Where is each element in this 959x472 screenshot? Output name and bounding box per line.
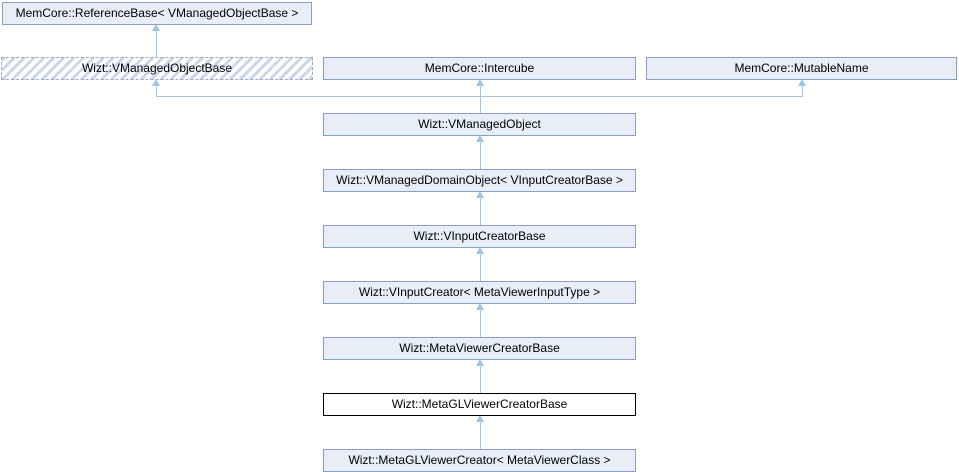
class-node-referencebase[interactable]: MemCore::ReferenceBase< VManagedObjectBa… (2, 2, 312, 25)
class-node-vmanageddomainobject[interactable]: Wizt::VManagedDomainObject< VInputCreato… (323, 169, 636, 192)
edge-metaglviewercreatorbase-to-metaviewercreatorbase (480, 366, 481, 393)
class-node-mutablename[interactable]: MemCore::MutableName (646, 57, 957, 80)
arrowhead-to-intercube (476, 79, 484, 86)
edge-metaglviewercreator-to-metaglviewercreatorbase (480, 422, 481, 449)
edge-branch-to-mutablename (802, 86, 803, 96)
class-node-metaglviewercreatorbase: Wizt::MetaGLViewerCreatorBase (323, 393, 636, 416)
edge-multi-inheritance-branch (156, 96, 803, 97)
class-node-metaviewercreatorbase[interactable]: Wizt::MetaViewerCreatorBase (323, 337, 636, 360)
class-node-vmanagedobject[interactable]: Wizt::VManagedObject (323, 113, 636, 136)
edge-vinputcreator-to-vinputcreatorbase (480, 254, 481, 281)
arrowhead-to-vmanagedobject (476, 135, 484, 142)
edge-vinputcreatorbase-to-vmanageddomainobject (480, 198, 481, 225)
arrowhead-to-vinputcreatorbase (476, 247, 484, 254)
edge-branch-to-vmanagedobjectbase (156, 86, 157, 96)
edge-vmanagedobjectbase-to-referencebase (156, 31, 157, 57)
class-node-metaglviewercreator[interactable]: Wizt::MetaGLViewerCreator< MetaViewerCla… (323, 449, 636, 472)
class-node-vmanagedobjectbase: Wizt::VManagedObjectBase (1, 57, 313, 80)
class-node-vinputcreatorbase[interactable]: Wizt::VInputCreatorBase (323, 225, 636, 248)
edge-metaviewercreatorbase-to-vinputcreator (480, 310, 481, 337)
arrowhead-to-vmanageddomainobject (476, 191, 484, 198)
arrowhead-to-vinputcreator (476, 303, 484, 310)
arrowhead-to-metaglviewercreatorbase (476, 415, 484, 422)
arrowhead-to-referencebase (152, 24, 160, 31)
edge-vmanagedobject-to-intercube (480, 86, 481, 113)
arrowhead-to-metaviewercreatorbase (476, 359, 484, 366)
arrowhead-to-vmanagedobjectbase (152, 79, 160, 86)
class-node-intercube[interactable]: MemCore::Intercube (323, 57, 636, 80)
arrowhead-to-mutablename (798, 79, 806, 86)
edge-vmanageddomainobject-to-vmanagedobject (480, 142, 481, 169)
class-node-vinputcreator[interactable]: Wizt::VInputCreator< MetaViewerInputType… (323, 281, 636, 304)
